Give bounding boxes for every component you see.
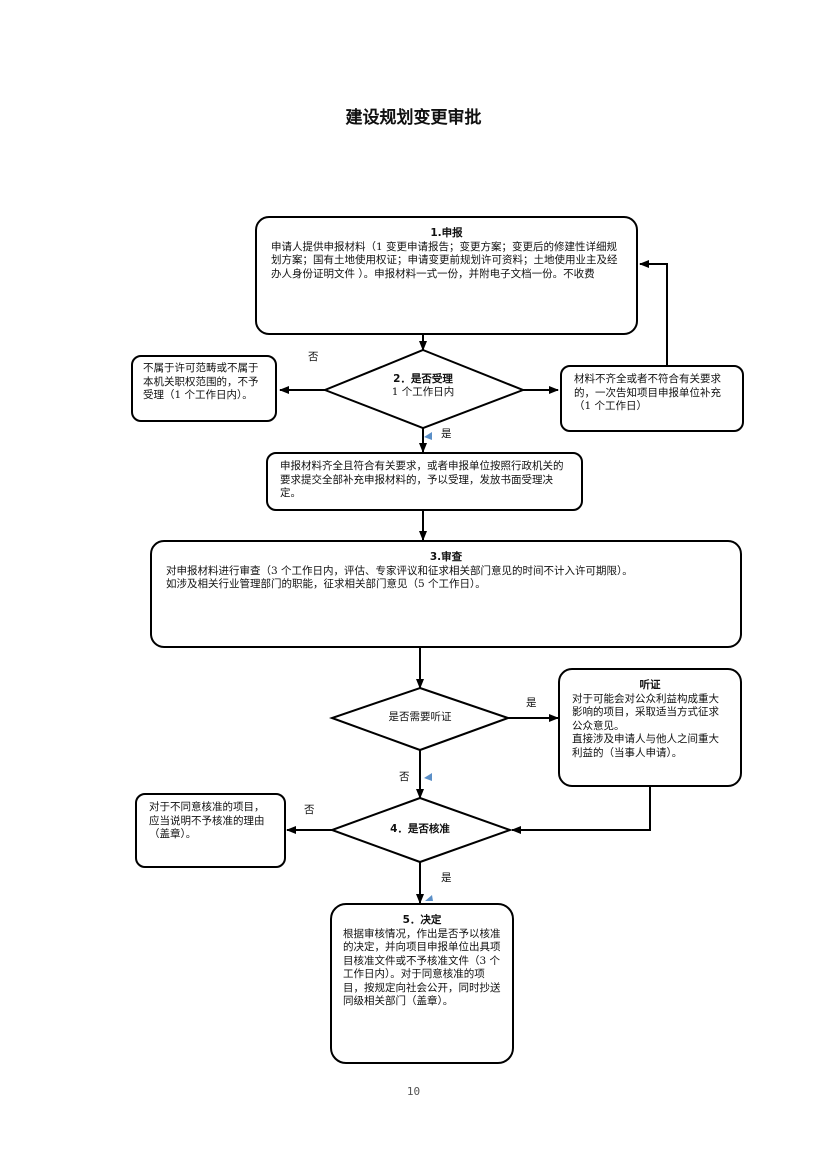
step3-box: 3.审查 对申报材料进行审查（3 个工作日内，评估、专家评议和征求相关部门意见的… [150, 540, 742, 648]
edge-label-hearing-yes: 是 [526, 697, 537, 709]
edge-incomplete-step1 [639, 260, 668, 365]
hearing-decision-label: 是否需要听证 [388, 711, 452, 723]
accepted-text: 申报材料齐全且符合有关要求，或者申报单位按照行政机关的要求提交全部补充申报材料的… [280, 460, 564, 499]
accepted-box: 申报材料齐全且符合有关要求，或者申报单位按照行政机关的要求提交全部补充申报材料的… [266, 452, 583, 511]
edge-label-step2-no: 否 [308, 351, 319, 363]
reject-approval-box: 对于不同意核准的项目，应当说明不予核准的理由（盖章）。 [135, 793, 286, 868]
step2-subtext: 1 个工作日内 [391, 386, 455, 398]
step4-label: 4．是否核准 [352, 823, 488, 836]
marker-triangle [424, 432, 432, 440]
step5-text: 根据审核情况，作出是否予以核准的决定，并向项目申报单位出具项目核准文件或不予核准… [343, 927, 501, 1008]
reject-scope-text: 不属于许可范畴或不属于本机关职权范围的，不予受理（1 个工作日内）。 [143, 362, 259, 401]
step1-heading: 1.申报 [430, 227, 463, 239]
edge-hearing-step4 [511, 786, 651, 834]
marker-triangle [425, 895, 433, 901]
reject-scope-box: 不属于许可范畴或不属于本机关职权范围的，不予受理（1 个工作日内）。 [131, 355, 277, 422]
edge-label-step2-yes: 是 [441, 428, 452, 440]
reject-approval-text: 对于不同意核准的项目，应当说明不予核准的理由（盖章）。 [149, 801, 265, 840]
marker-triangle [424, 773, 432, 781]
hearing-box: 听证 对于可能会对公众利益构成重大影响的项目，采取适当方式征求公众意见。 直接涉… [558, 668, 742, 787]
hearing-heading: 听证 [639, 679, 661, 691]
step5-heading: 5．决定 [402, 914, 442, 926]
step3-heading: 3.审查 [429, 551, 463, 563]
step1-text: 申请人提供申报材料（1 变更申请报告；变更方案；变更后的修建性详细规划方案；国有… [271, 240, 618, 280]
incomplete-text: 材料不齐全或者不符合有关要求的，一次告知项目申报单位补充（1 个工作日） [574, 373, 721, 412]
step5-box: 5．决定 根据审核情况，作出是否予以核准的决定，并向项目申报单位出具项目核准文件… [330, 903, 514, 1064]
page-number: 10 [406, 1085, 421, 1098]
step4-heading: 4．是否核准 [390, 823, 450, 835]
incomplete-box: 材料不齐全或者不符合有关要求的，一次告知项目申报单位补充（1 个工作日） [560, 365, 744, 432]
step2-heading: 2．是否受理 [393, 373, 453, 385]
step2-label: 2．是否受理 1 个工作日内 [345, 373, 501, 399]
step3-text: 对申报材料进行审查（3 个工作日内，评估、专家评议和征求相关部门意见的时间不计入… [166, 564, 633, 591]
edge-label-step4-yes: 是 [441, 872, 452, 884]
edge-label-hearing-no: 否 [399, 771, 410, 783]
edge-label-step4-no: 否 [304, 804, 315, 816]
hearing-text: 对于可能会对公众利益构成重大影响的项目，采取适当方式征求公众意见。 直接涉及申请… [572, 692, 719, 759]
step1-box: 1.申报 申请人提供申报材料（1 变更申请报告；变更方案；变更后的修建性详细规划… [255, 216, 638, 335]
page-title: 建设规划变更审批 [345, 108, 482, 128]
